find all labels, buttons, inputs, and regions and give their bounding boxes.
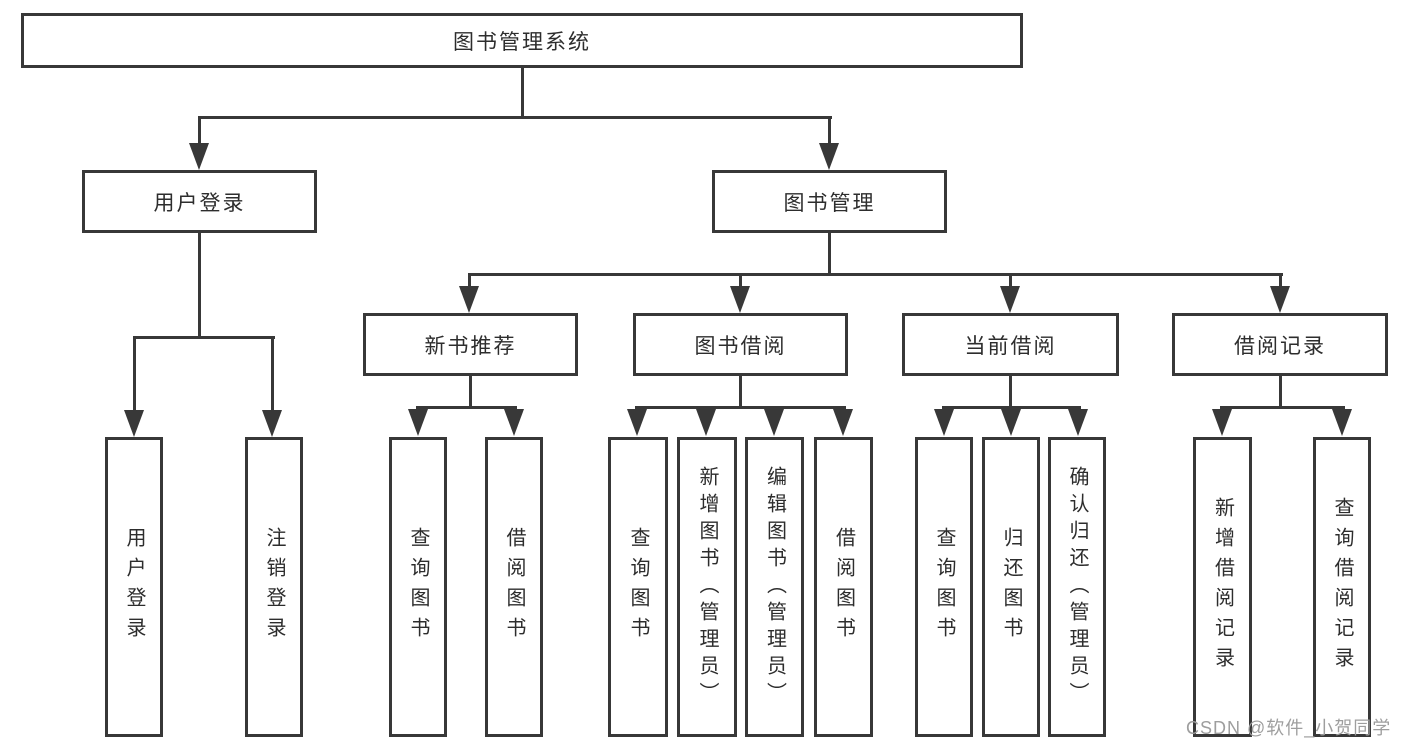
arrowhead-down-icon (504, 409, 524, 436)
arrowhead-down-icon (833, 409, 853, 436)
connector-vline (1008, 374, 1012, 408)
connector-vline (1278, 374, 1282, 408)
arrowhead-down-icon (1332, 409, 1352, 436)
node-user-login-label: 用户登录 (153, 191, 246, 215)
connector-vline (197, 116, 201, 146)
node-user-login: 用户登录 (82, 170, 317, 233)
leaf-add-book-admin: 新增图书（管理员） (677, 437, 737, 737)
node-book-borrow-label: 图书借阅 (694, 334, 787, 358)
arrowhead-down-icon (696, 409, 716, 436)
arrowhead-down-icon (262, 410, 282, 437)
leaf-query-books-borrow-label: 查询图书 (627, 527, 649, 647)
leaf-query-books-current-label: 查询图书 (933, 527, 955, 647)
arrowhead-down-icon (627, 409, 647, 436)
leaf-query-books-recommend-label: 查询图书 (407, 527, 429, 647)
connector-vline (468, 374, 472, 408)
leaf-query-borrow-record: 查询借阅记录 (1313, 437, 1371, 737)
arrowhead-down-icon (934, 409, 954, 436)
arrowhead-down-icon (1068, 409, 1088, 436)
connector-vline (197, 231, 201, 339)
node-root-label: 图书管理系统 (453, 30, 591, 54)
connector-hline (1219, 405, 1345, 409)
leaf-user-login: 用户登录 (105, 437, 163, 737)
leaf-add-borrow-record: 新增借阅记录 (1193, 437, 1252, 737)
connector-vline (467, 273, 471, 289)
node-current-borrow: 当前借阅 (902, 313, 1119, 376)
leaf-borrow-books-recommend-label: 借阅图书 (503, 527, 525, 647)
watermark: CSDN @软件_小贺同学 (1186, 718, 1392, 738)
connector-vline (1278, 273, 1282, 289)
leaf-user-login-label: 用户登录 (123, 527, 145, 647)
arrowhead-down-icon (459, 286, 479, 313)
connector-vline (1008, 273, 1012, 289)
arrowhead-down-icon (819, 143, 839, 170)
connector-hline (467, 272, 1283, 276)
arrowhead-down-icon (1212, 409, 1232, 436)
leaf-borrow-books-recommend: 借阅图书 (485, 437, 543, 737)
connector-hline (941, 405, 1081, 409)
node-borrow-records: 借阅记录 (1172, 313, 1388, 376)
arrowhead-down-icon (730, 286, 750, 313)
leaf-borrow-books-2-label: 借阅图书 (832, 527, 855, 647)
leaf-add-borrow-record-label: 新增借阅记录 (1211, 497, 1234, 677)
leaf-edit-book-admin-label: 编辑图书（管理员） (763, 465, 786, 709)
leaf-borrow-books-2: 借阅图书 (814, 437, 873, 737)
arrowhead-down-icon (408, 409, 428, 436)
arrowhead-down-icon (189, 143, 209, 170)
node-current-borrow-label: 当前借阅 (964, 334, 1057, 358)
leaf-query-books-current: 查询图书 (915, 437, 973, 737)
leaf-add-book-admin-label: 新增图书（管理员） (696, 465, 718, 709)
arrowhead-down-icon (1270, 286, 1290, 313)
node-book-borrow: 图书借阅 (633, 313, 848, 376)
leaf-query-borrow-record-label: 查询借阅记录 (1331, 497, 1353, 677)
connector-vline (827, 231, 831, 276)
leaf-confirm-return-admin: 确认归还（管理员） (1048, 437, 1106, 737)
node-book-management: 图书管理 (712, 170, 947, 233)
node-book-management-label: 图书管理 (783, 191, 876, 215)
connector-hline (132, 335, 275, 339)
leaf-logout: 注销登录 (245, 437, 303, 737)
leaf-return-book-label: 归还图书 (1000, 527, 1022, 647)
node-new-book-recommend: 新书推荐 (363, 313, 578, 376)
leaf-edit-book-admin: 编辑图书（管理员） (745, 437, 804, 737)
leaf-query-books-borrow: 查询图书 (608, 437, 668, 737)
leaf-logout-label: 注销登录 (263, 527, 285, 647)
connector-vline (738, 374, 742, 408)
node-borrow-records-label: 借阅记录 (1234, 334, 1326, 358)
arrowhead-down-icon (1000, 286, 1020, 313)
connector-hline (197, 115, 832, 119)
arrowhead-down-icon (764, 409, 784, 436)
connector-hline (634, 405, 846, 409)
connector-vline (520, 66, 524, 118)
leaf-return-book: 归还图书 (982, 437, 1040, 737)
node-root: 图书管理系统 (21, 13, 1023, 68)
connector-hline (415, 405, 517, 409)
connector-vline (270, 336, 274, 413)
connector-vline (827, 116, 831, 146)
connector-vline (132, 336, 136, 413)
leaf-query-books-recommend: 查询图书 (389, 437, 447, 737)
arrowhead-down-icon (1001, 409, 1021, 436)
leaf-confirm-return-admin-label: 确认归还（管理员） (1066, 465, 1088, 709)
arrowhead-down-icon (124, 410, 144, 437)
connector-vline (738, 273, 742, 289)
node-new-book-recommend-label: 新书推荐 (424, 334, 517, 358)
